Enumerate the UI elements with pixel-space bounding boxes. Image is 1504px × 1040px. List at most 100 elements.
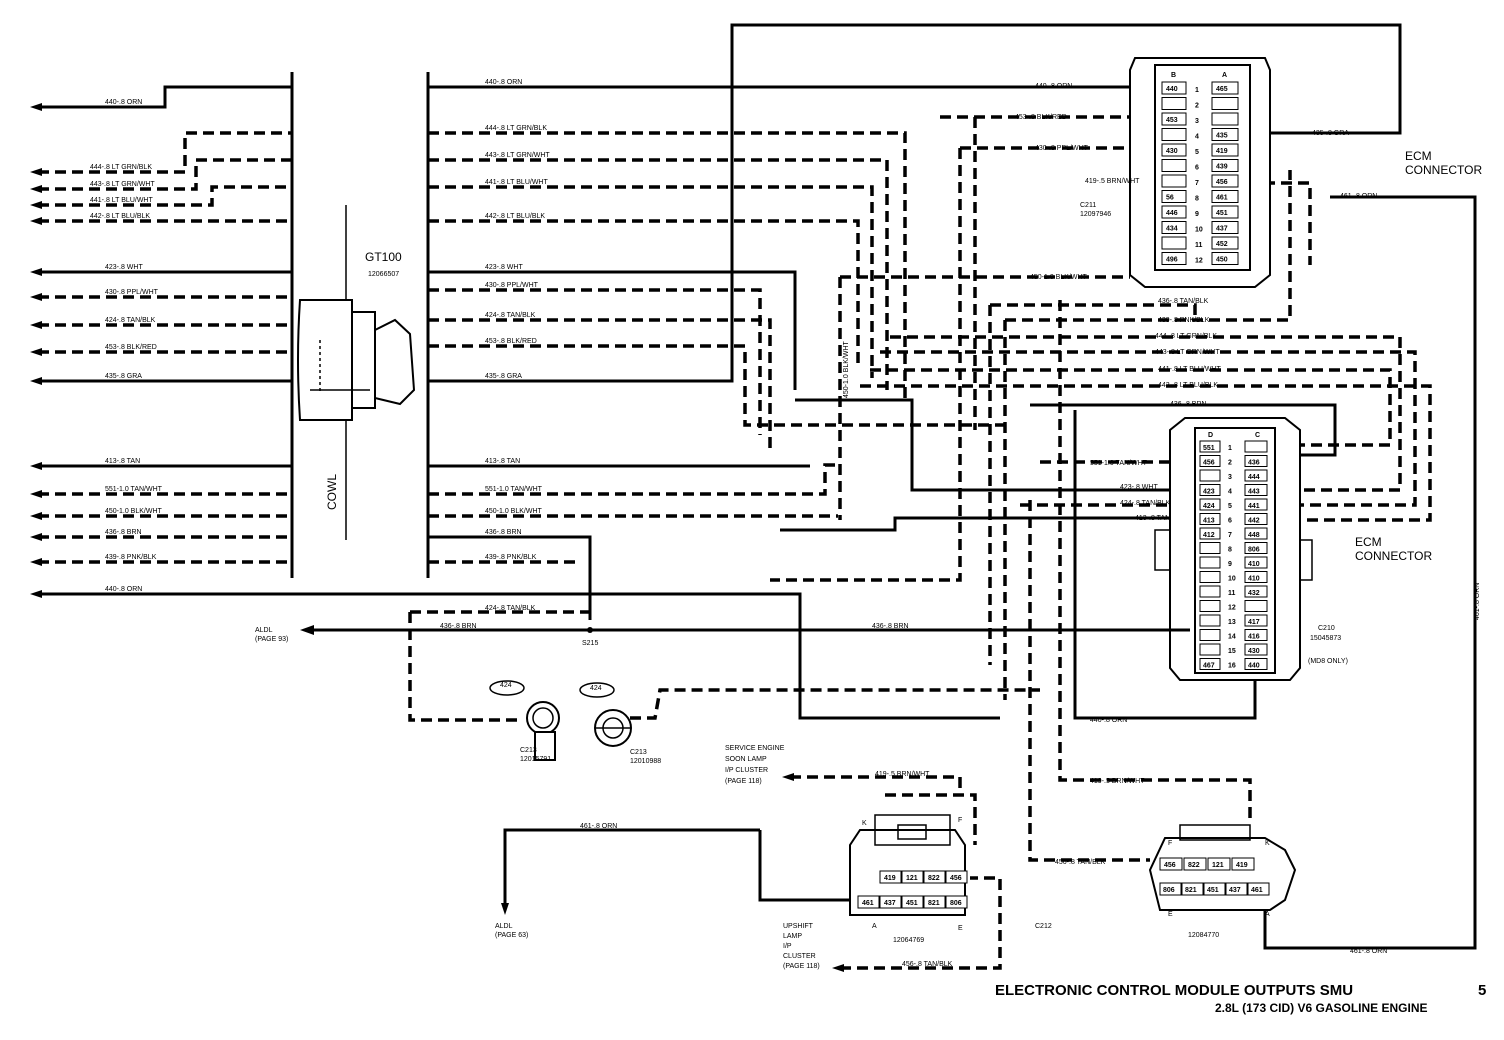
c212b-f: F	[1168, 840, 1172, 847]
c212-label: C212	[1035, 923, 1052, 930]
c212a-top-pin-label: 456	[950, 875, 962, 882]
c211-pin-b-label: 434	[1166, 226, 1178, 233]
c210-pin-d	[1199, 513, 1221, 525]
c212a-part: 12064769	[893, 937, 924, 944]
c213b-label-line-0: C213	[630, 749, 647, 756]
c210-pin-d-label: 423	[1203, 489, 1215, 496]
c210-pin-d	[1199, 484, 1221, 496]
c212b-top-pin	[1183, 857, 1207, 871]
c210-pin-c-label: 440	[1248, 663, 1260, 670]
mid-wire-label: 450-1.0 BLK/WHT	[485, 508, 543, 515]
c211-wire-label: 450-1.0 BLK/WHT	[1030, 274, 1088, 281]
c210-pin-d	[1199, 643, 1221, 656]
c213a-label-line-0: C213	[520, 747, 537, 754]
c211-pin-b	[1161, 252, 1187, 265]
c210-pin-c-label: 430	[1248, 648, 1260, 655]
upshift-lamp-line-0: UPSHIFT	[783, 923, 814, 930]
aldl-upper-line-0: ALDL	[255, 627, 273, 634]
c210-pin-d-label: 412	[1203, 532, 1215, 539]
left-wire-label: 551-1.0 TAN/WHT	[105, 486, 163, 493]
diagram-title: ELECTRONIC CONTROL MODULE OUTPUTS SMU	[995, 982, 1353, 999]
c210-pin-d	[1199, 556, 1221, 569]
wire-419-label: 419-.5 BRN/WHT	[1090, 778, 1145, 785]
harness-wire-label: 450-1.0 BLK/WHT	[843, 340, 850, 398]
c212b-part: 12084770	[1188, 932, 1219, 939]
c212a-top-pin	[923, 870, 946, 884]
left-wire-label: 435-.8 GRA	[105, 373, 142, 380]
left-wire-label: 441-.8 LT BLU/WHT	[90, 197, 153, 204]
mid-wire-label: 436-.8 BRN	[485, 529, 522, 536]
c210-pin-c	[1244, 629, 1268, 641]
harness-wire-label: 443-.8 LT GRN/WHT	[1155, 349, 1220, 356]
c210-pin-d	[1199, 542, 1221, 554]
c213a-pin: 424	[500, 682, 512, 689]
mid-wire-label: 413-.8 TAN	[485, 458, 520, 465]
c210-pin-d	[1199, 629, 1221, 641]
harness-wire-label: 436-.8 TAN/BLK	[1158, 298, 1209, 305]
c211-pin-a-label: 437	[1216, 226, 1228, 233]
service-engine-lamp-line-2: I/P CLUSTER	[725, 767, 768, 774]
c210-pin-d-label: 413	[1203, 518, 1215, 525]
c212a-f: F	[958, 817, 962, 824]
c211-row-number: 1	[1195, 87, 1199, 94]
c210-connector-label-line-0: ECM	[1355, 535, 1382, 549]
c212b-bottom-pin	[1203, 882, 1226, 896]
c211-pin-a	[1211, 143, 1239, 157]
c211-pin-b	[1161, 112, 1187, 126]
lower-section	[300, 610, 1297, 972]
c210-row-number: 14	[1228, 634, 1236, 641]
harness-wire-label: 442-.8 LT BLU/BLK	[1158, 382, 1218, 389]
c211-part: 12097946	[1080, 211, 1111, 218]
c210-pin-c-label: 436	[1248, 460, 1260, 467]
c211-pin-a	[1211, 174, 1239, 188]
c211-ecm-connector	[1129, 57, 1271, 288]
c211-pin-a-label: 461	[1216, 195, 1228, 202]
c210-pin-c	[1244, 600, 1268, 612]
c211-pin-a	[1211, 128, 1239, 141]
c210-row-number: 13	[1228, 619, 1236, 626]
c213b-pin: 424	[590, 685, 602, 692]
c210-row-number: 12	[1228, 605, 1236, 612]
c211-pin-a-label: 419	[1216, 148, 1228, 155]
c210-pin-c-label: 432	[1248, 590, 1260, 597]
c210-pin-c	[1244, 585, 1268, 598]
c211-row-number: 7	[1195, 180, 1199, 187]
left-wire-label: 413-.8 TAN	[105, 458, 140, 465]
c211-wire-label: 440-.8 ORN	[1035, 83, 1072, 90]
c210-pin-c-label: 416	[1248, 634, 1260, 641]
c211-pin-a	[1211, 159, 1239, 172]
harness-wire-label: 439-.8 PNK/BLK	[1158, 317, 1210, 324]
c211-pin-a	[1211, 221, 1239, 234]
left-wire-label: 424-.8 TAN/BLK	[105, 317, 156, 324]
harness-wire-label: 444-.8 LT GRN/BLK	[1155, 333, 1217, 340]
c212a-bottom-pin	[945, 895, 968, 909]
c212a-top-pin	[945, 870, 968, 884]
c211-pin-b-label: 440	[1166, 86, 1178, 93]
c210-pin-d	[1199, 455, 1221, 467]
c211-pin-b-label: 56	[1166, 195, 1174, 202]
middle-wire-group	[38, 23, 1402, 720]
c210-pin-c	[1244, 527, 1268, 540]
left-wire-label: 439-.8 PNK/BLK	[105, 554, 157, 561]
c210-pin-d	[1199, 585, 1221, 598]
c210-pin-c	[1244, 614, 1268, 627]
c211-pin-b-label: 496	[1166, 257, 1178, 264]
c210-row-number: 5	[1228, 503, 1232, 510]
mid-wire-label: 430-.8 PPL/WHT	[485, 282, 539, 289]
c211-pin-a-label: 456	[1216, 179, 1228, 186]
c210-pin-c-label: 443	[1248, 489, 1260, 496]
c212a-bottom-pin-label: 437	[884, 900, 896, 907]
mid-wire-label: 441-.8 LT BLU/WHT	[485, 179, 548, 186]
c212a-bottom-pin	[901, 895, 924, 909]
harness-bundle	[770, 115, 1477, 950]
c212b-k: K	[1265, 840, 1270, 847]
c210-pin-c	[1244, 571, 1268, 583]
c210-pin-d	[1199, 614, 1221, 627]
c212a-top-pin-label: 121	[906, 875, 918, 882]
left-wire-label: 442-.8 LT BLU/BLK	[90, 213, 150, 220]
c210-wire-label: 424-.8 TAN/BLK	[1120, 500, 1171, 507]
c211-row-number: 6	[1195, 165, 1199, 172]
c210-pin-c	[1244, 455, 1268, 467]
upshift-lamp-line-1: LAMP	[783, 933, 802, 940]
